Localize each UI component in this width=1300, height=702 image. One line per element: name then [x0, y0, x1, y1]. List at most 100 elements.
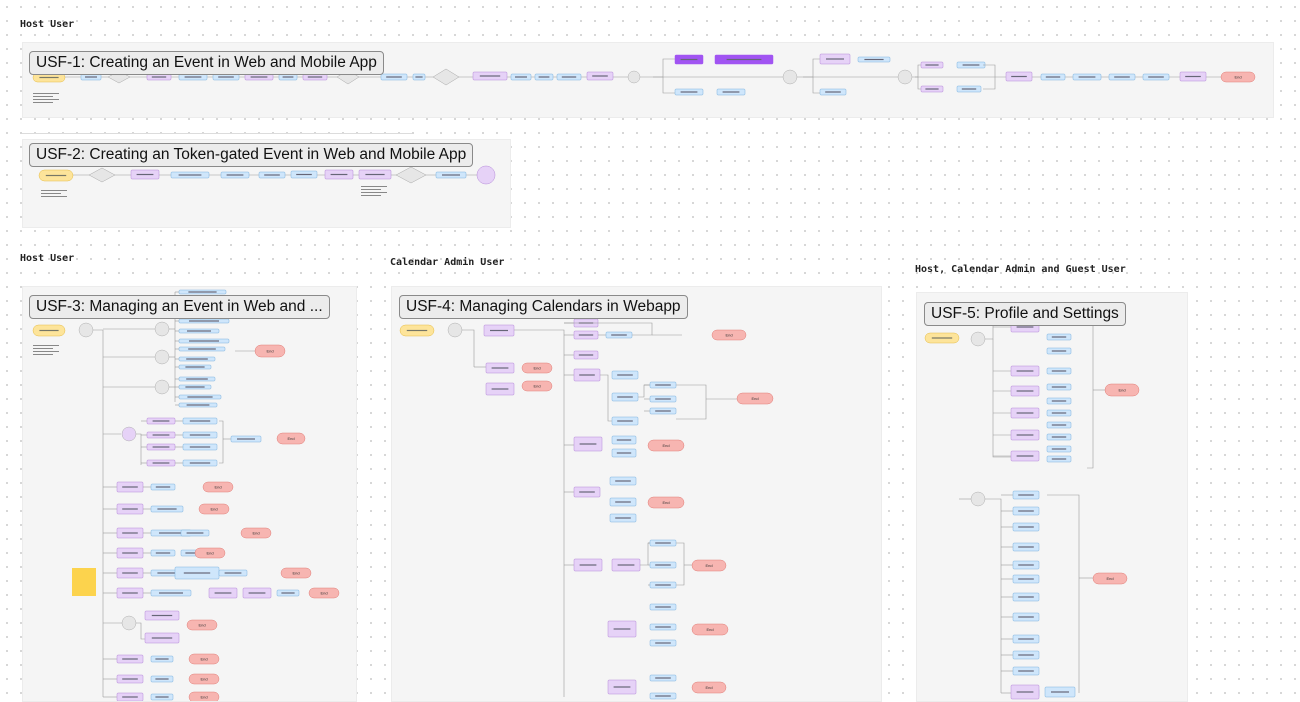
- node-text: [578, 354, 594, 356]
- node-text: [961, 88, 977, 90]
- usf-1-title[interactable]: USF-1: Creating an Event in Web and Mobi…: [29, 51, 384, 75]
- usf-5-title[interactable]: USF-5: Profile and Settings: [924, 302, 1126, 326]
- node-text: [611, 334, 627, 336]
- node-text: [122, 696, 138, 698]
- connector-line: [803, 58, 823, 78]
- node-text: [122, 658, 138, 660]
- usf-1-frame[interactable]: End: [22, 42, 1274, 118]
- node-text: [655, 695, 671, 697]
- note-text: [33, 102, 53, 103]
- node-text: [282, 76, 294, 78]
- connector-circle: [970, 491, 986, 507]
- node-text: [184, 76, 202, 78]
- node-text: [218, 76, 234, 78]
- end-node: [188, 691, 220, 701]
- connector-line: [136, 622, 145, 640]
- node-text: [186, 532, 204, 534]
- node-text: [39, 329, 59, 332]
- note-text: [33, 93, 59, 94]
- end-node: [736, 392, 774, 405]
- note-text: [33, 345, 59, 346]
- node-text: [188, 348, 216, 350]
- end-node-label: End: [705, 563, 712, 568]
- usf-3-title[interactable]: USF-3: Managing an Event in Web and ...: [29, 295, 330, 319]
- node-text: [226, 174, 244, 176]
- end-node: [186, 619, 218, 631]
- note-text: [33, 99, 59, 100]
- node-text: [1051, 370, 1067, 372]
- end-node-label: End: [751, 396, 758, 401]
- usf-4-title[interactable]: USF-4: Managing Calendars in Webapp: [399, 295, 688, 319]
- end-node-label: End: [292, 571, 299, 576]
- node-text: [655, 564, 671, 566]
- connector-circle: [154, 349, 170, 365]
- end-node: [198, 503, 230, 515]
- node-text: [155, 658, 169, 660]
- node-text: [159, 592, 183, 594]
- node-text: [264, 174, 280, 176]
- node-text: [1148, 76, 1164, 78]
- node-text: [189, 446, 211, 448]
- node-text: [1018, 616, 1034, 618]
- node-text: [1016, 434, 1034, 436]
- connector-circle: [154, 379, 170, 395]
- node-text: [1018, 670, 1034, 672]
- node-text: [931, 337, 953, 339]
- end-node: [1104, 383, 1140, 397]
- terminal-circle: [476, 165, 496, 185]
- connector-line: [1047, 494, 1080, 693]
- note-text: [33, 348, 53, 349]
- node-text: [579, 443, 597, 445]
- connector-circle: [78, 322, 94, 338]
- end-node: [691, 681, 727, 694]
- connector-circle: [154, 321, 170, 337]
- node-text: [655, 410, 671, 412]
- node-text: [307, 76, 323, 78]
- node-text: [491, 388, 509, 390]
- node-text: [538, 76, 550, 78]
- node-text: [1051, 412, 1067, 414]
- node-text: [1051, 691, 1069, 693]
- note-text: [33, 96, 53, 97]
- node-text: [1051, 350, 1067, 352]
- node-text: [159, 532, 183, 534]
- node-text: [122, 572, 138, 574]
- note-text: [41, 196, 67, 197]
- usf-2-title[interactable]: USF-2: Creating an Token-gated Event in …: [29, 143, 474, 167]
- node-text: [1051, 458, 1067, 460]
- node-text: [185, 552, 199, 554]
- connector-line: [812, 77, 823, 94]
- usf-2-frame-top-border: [22, 133, 412, 134]
- node-text: [579, 491, 595, 493]
- end-node: [711, 329, 747, 341]
- end-node-label: End: [206, 551, 213, 556]
- node-text: [122, 678, 138, 680]
- note-text: [361, 186, 387, 187]
- node-text: [45, 174, 67, 177]
- node-text: [615, 480, 631, 482]
- connector-line: [653, 58, 683, 78]
- connector-line: [992, 339, 1011, 458]
- end-node-label: End: [266, 349, 273, 354]
- node-text: [592, 75, 608, 77]
- end-node-label: End: [198, 623, 205, 628]
- decision-node: [432, 68, 460, 86]
- end-node-label: End: [320, 591, 327, 596]
- node-text: [152, 462, 170, 464]
- node-text: [186, 404, 210, 406]
- node-text: [655, 606, 671, 608]
- node-text: [655, 584, 671, 586]
- node-text: [151, 76, 167, 78]
- end-node: [188, 673, 220, 685]
- node-text: [1051, 386, 1067, 388]
- decision-node: [88, 167, 116, 183]
- node-text: [962, 64, 980, 66]
- node-text: [479, 75, 501, 77]
- node-text: [579, 564, 597, 566]
- connector-line: [915, 64, 921, 78]
- note-text: [33, 351, 59, 352]
